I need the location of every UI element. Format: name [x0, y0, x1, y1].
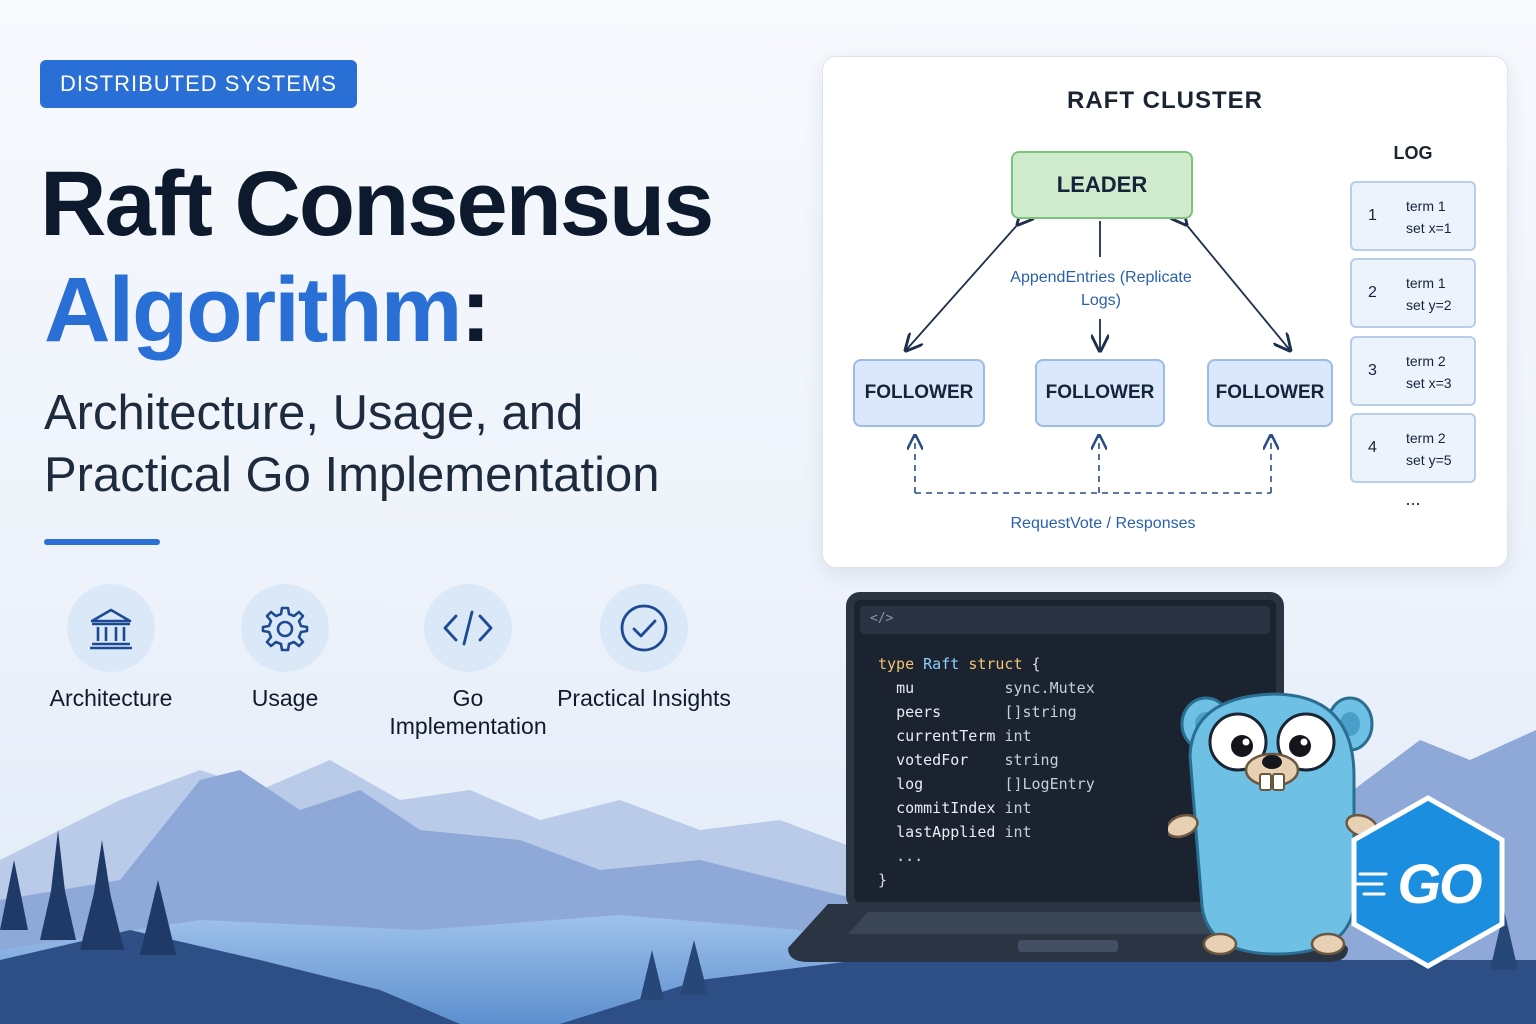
log-index: 1: [1368, 207, 1377, 224]
raft-cluster-diagram: RAFT CLUSTER LEADER AppendEntries (Repli…: [822, 56, 1508, 568]
page-title-line-1: Raft Consensus: [40, 153, 714, 255]
log-title: LOG: [1393, 143, 1433, 163]
code-keyword: struct: [968, 655, 1023, 673]
code-type-name: Raft: [923, 655, 960, 673]
feature-label: Usage: [251, 685, 319, 711]
follower-node: FOLLOWER: [853, 359, 985, 427]
category-badge: DISTRIBUTED SYSTEMS: [40, 60, 357, 108]
feature-practical-insights: Practical Insights: [554, 584, 734, 712]
check-circle-icon: [600, 584, 688, 672]
code-tab-icon: </>: [870, 611, 894, 626]
cluster-title: RAFT CLUSTER: [1067, 87, 1263, 114]
go-gopher-mascot: [1168, 692, 1378, 956]
code-field-type: string: [1004, 751, 1059, 769]
code-field: peers: [896, 703, 942, 721]
feature-usage: Usage: [195, 584, 375, 712]
log-index: 2: [1368, 284, 1377, 301]
page-title-line-2: Algorithm:: [44, 258, 491, 363]
log-entry: 1 term 1 set x=1: [1350, 181, 1476, 251]
log-index: 3: [1368, 362, 1377, 379]
leader-node: LEADER: [1011, 151, 1193, 219]
code-field: lastApplied: [896, 823, 996, 841]
log-command: set y=5: [1406, 452, 1452, 468]
code-brace: {: [1031, 655, 1041, 673]
log-entry: 4 term 2 set y=5: [1350, 413, 1476, 483]
editor-tab-bar: </>: [860, 606, 1270, 634]
append-entries-label: AppendEntries (Replicate Logs): [1010, 269, 1192, 309]
log-ellipsis: ...: [1405, 489, 1421, 509]
log-term: term 1: [1406, 275, 1446, 291]
go-code-snippet: type Raft struct { mu sync.Mutex peers […: [878, 652, 1095, 892]
log-index: 4: [1368, 439, 1377, 456]
log-command: set y=2: [1406, 297, 1452, 313]
code-icon: [424, 584, 512, 672]
feature-label: Go Implementation: [389, 685, 547, 739]
follower-node: FOLLOWER: [1035, 359, 1165, 427]
code-field-type: int: [1004, 823, 1032, 841]
log-command: set x=1: [1406, 220, 1452, 236]
code-field-type: int: [1004, 727, 1032, 745]
log-term: term 2: [1406, 353, 1446, 369]
log-term: term 1: [1406, 198, 1446, 214]
log-command: set x=3: [1406, 375, 1452, 391]
page-subtitle: Architecture, Usage, and Practical Go Im…: [44, 386, 660, 502]
code-field: commitIndex: [896, 799, 996, 817]
title-colon: :: [460, 259, 491, 361]
feature-architecture: Architecture: [21, 584, 201, 712]
architecture-icon: [67, 584, 155, 672]
go-logo-badge: [1351, 795, 1505, 969]
code-field-type: []LogEntry: [1004, 775, 1095, 793]
code-ellipsis: ...: [896, 847, 924, 865]
title-highlight: Algorithm: [44, 259, 462, 361]
code-field-type: sync.Mutex: [1004, 679, 1095, 697]
code-field-type: []string: [1004, 703, 1077, 721]
code-field-type: int: [1004, 799, 1032, 817]
code-brace: }: [878, 871, 888, 889]
code-keyword: type: [878, 655, 915, 673]
cluster-arrows: [823, 57, 1509, 494]
code-field: currentTerm: [896, 727, 996, 745]
feature-go-implementation: Go Implementation: [378, 584, 558, 740]
code-field: votedFor: [896, 751, 969, 769]
log-term: term 2: [1406, 430, 1446, 446]
accent-divider: [44, 539, 160, 545]
request-vote-label: RequestVote / Responses: [1010, 515, 1196, 532]
log-entry: 3 term 2 set x=3: [1350, 336, 1476, 406]
code-field: mu: [896, 679, 915, 697]
feature-label: Architecture: [49, 685, 173, 711]
gear-icon: [241, 584, 329, 672]
code-field: log: [896, 775, 924, 793]
feature-label: Practical Insights: [557, 685, 731, 711]
follower-node: FOLLOWER: [1207, 359, 1333, 427]
log-entry: 2 term 1 set y=2: [1350, 258, 1476, 328]
go-logo-text: GO: [1397, 852, 1482, 915]
